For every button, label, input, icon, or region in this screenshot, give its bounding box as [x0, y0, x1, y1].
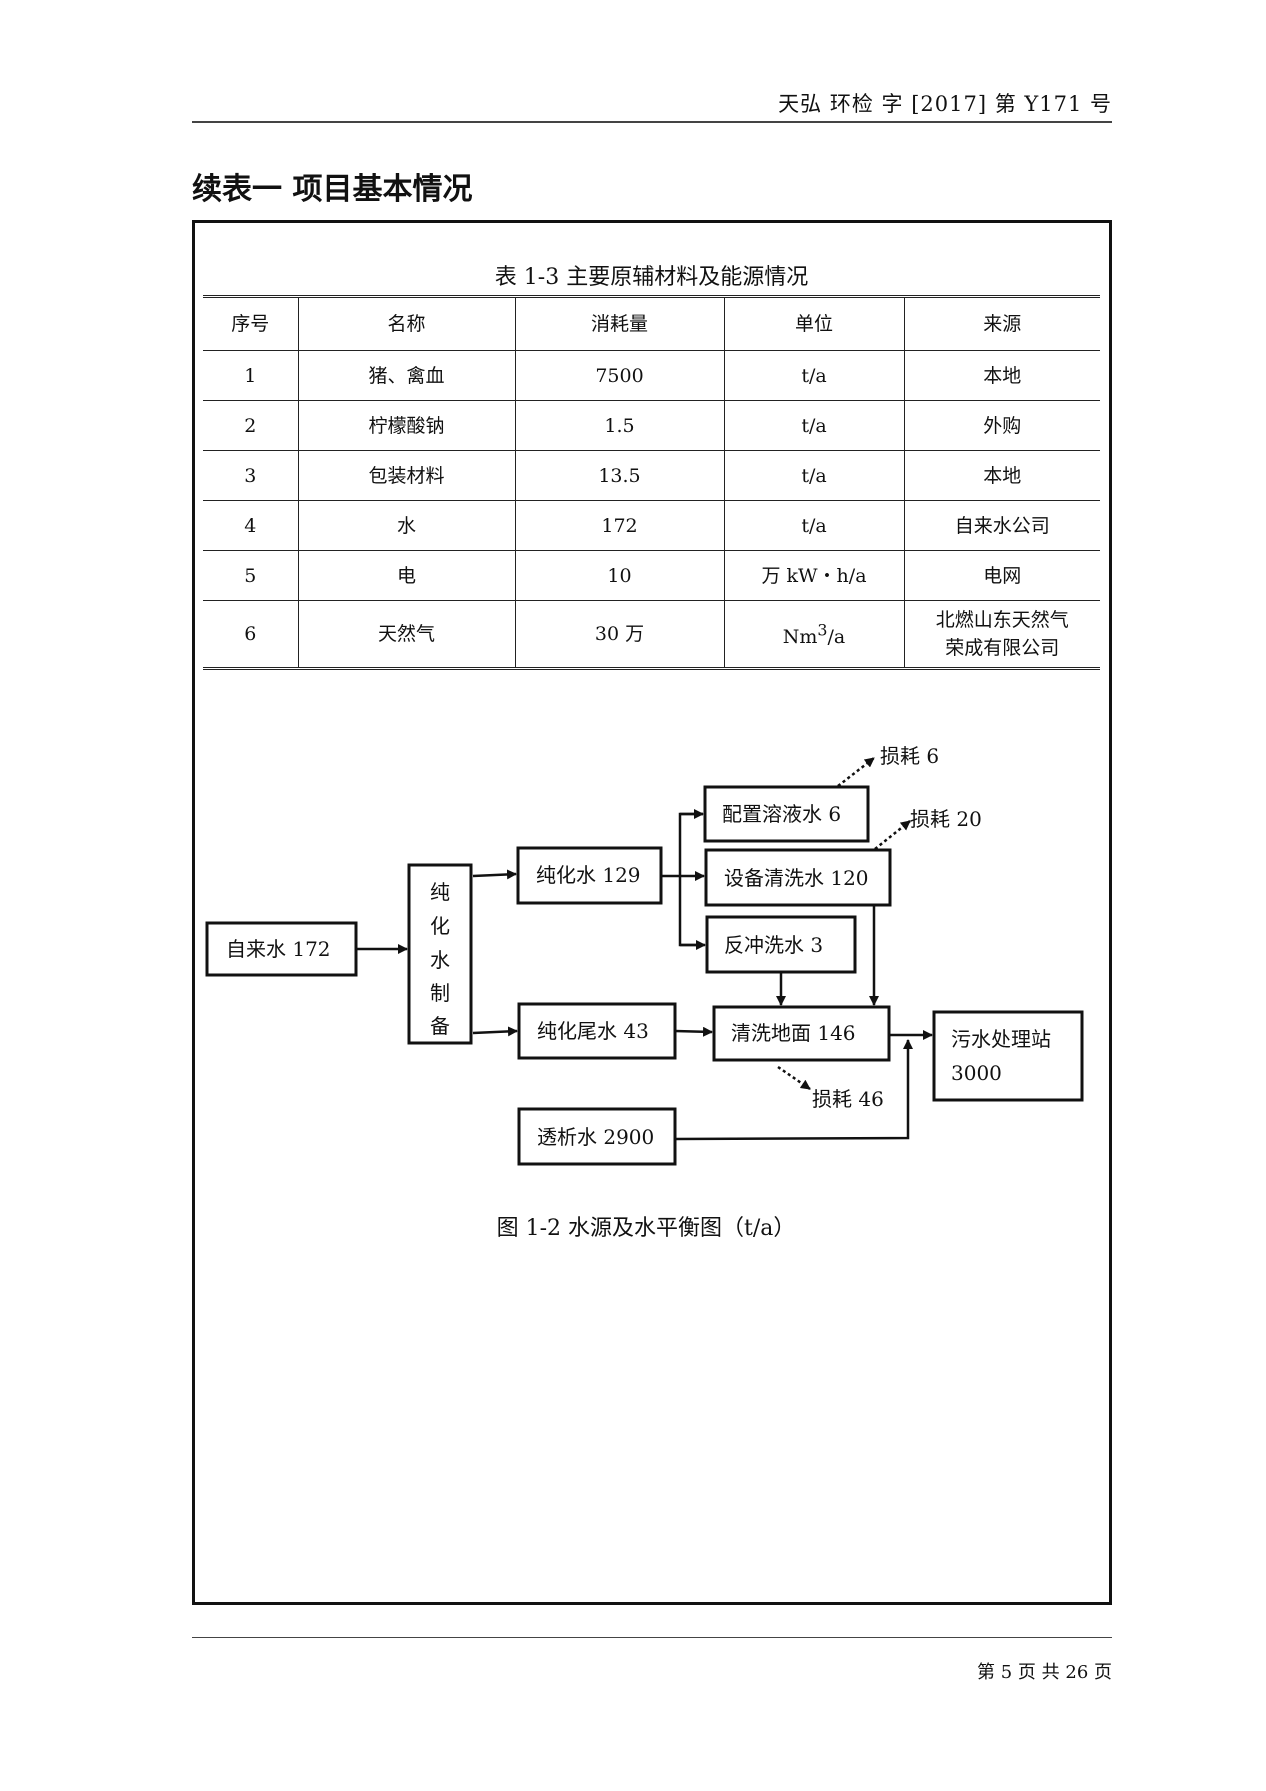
- cell: t/a: [723, 450, 904, 501]
- flow-branch: [678, 812, 703, 947]
- cell: Nm3/a: [723, 600, 904, 670]
- unit-nm3: Nm3/a: [782, 620, 846, 649]
- node-backwash: 反冲洗水 3: [724, 933, 823, 957]
- node-purify-char: 纯: [430, 880, 450, 904]
- document-number: 天弘 环检 字 [2017] 第 Y171 号: [778, 92, 1112, 116]
- node-equipment-wash: 设备清洗水 120: [724, 866, 869, 890]
- cell: 7500: [514, 350, 724, 401]
- flow-arrow: [674, 1026, 713, 1037]
- node-wwtp-value: 3000: [951, 1061, 1002, 1085]
- node-purify-char: 化: [430, 914, 450, 938]
- loss-arrow: [837, 757, 875, 787]
- cell: 172: [514, 500, 724, 551]
- flow-arrow: [472, 869, 517, 880]
- cell: 3: [203, 450, 298, 501]
- flow-arrow: [472, 1026, 518, 1037]
- cell: 6: [203, 600, 298, 670]
- node-purified-water: 纯化水 129: [536, 863, 641, 887]
- node-purify-char: 制: [430, 981, 450, 1005]
- cell: t/a: [723, 350, 904, 401]
- cell: 13.5: [514, 450, 724, 501]
- section-title: 续表一 项目基本情况: [192, 172, 473, 207]
- node-floor-wash: 清洗地面 146: [731, 1021, 856, 1045]
- cell: 外购: [903, 400, 1100, 451]
- cell: 1.5: [514, 400, 724, 451]
- node-tap-water: 自来水 172: [226, 937, 331, 961]
- cell: 电: [297, 550, 515, 601]
- cell: t/a: [723, 500, 904, 551]
- node-box: [932, 1010, 1084, 1102]
- table-header-row: 序号 名称 消耗量 单位 来源: [203, 295, 1100, 351]
- loss-label: 损耗 20: [910, 807, 982, 831]
- node-purify-char: 备: [430, 1014, 450, 1038]
- column-header: 序号: [203, 295, 298, 351]
- cell: 天然气: [297, 600, 515, 670]
- column-header: 消耗量: [514, 295, 724, 351]
- cell: 本地: [903, 450, 1100, 501]
- cell: 自来水公司: [903, 500, 1100, 551]
- node-box: [712, 1005, 891, 1062]
- node-box: [704, 848, 892, 907]
- diagram-caption: 图 1-2 水源及水平衡图（t/a）: [497, 1216, 796, 1241]
- cell: 本地: [903, 350, 1100, 401]
- cell: 猪、禽血: [297, 350, 515, 401]
- cell: 5: [203, 550, 298, 601]
- cell: 北燃山东天然气荣成有限公司: [903, 600, 1100, 670]
- cell: t/a: [723, 400, 904, 451]
- header-divider: [192, 121, 1112, 123]
- flow-arrow: [674, 1039, 913, 1141]
- node-dialysis: 透析水 2900: [537, 1125, 654, 1149]
- cell: 4: [203, 500, 298, 551]
- loss-arrow: [777, 1065, 811, 1091]
- footer-divider: [192, 1637, 1112, 1638]
- source-line: 荣成有限公司: [945, 637, 1060, 659]
- cell: 30 万: [514, 600, 724, 670]
- node-box: [703, 785, 870, 843]
- cell: 1: [203, 350, 298, 401]
- table-caption: 表 1-3 主要原辅材料及能源情况: [494, 265, 809, 290]
- cell: 柠檬酸钠: [297, 400, 515, 451]
- column-header: 来源: [903, 295, 1100, 351]
- column-header: 单位: [723, 295, 904, 351]
- node-purify-char: 水: [430, 948, 450, 972]
- cell: 电网: [903, 550, 1100, 601]
- node-box: [517, 1107, 677, 1166]
- source-line: 北燃山东天然气: [935, 609, 1069, 631]
- loss-arrow: [874, 820, 911, 850]
- content-frame: [192, 220, 1112, 1605]
- column-header: 名称: [297, 295, 515, 351]
- node-box: [407, 863, 473, 1045]
- cell: 包装材料: [297, 450, 515, 501]
- loss-label: 损耗 6: [880, 744, 939, 768]
- loss-label: 损耗 46: [812, 1087, 884, 1111]
- node-wwtp: 污水处理站: [951, 1027, 1051, 1051]
- node-solution-water: 配置溶液水 6: [722, 802, 841, 826]
- cell: 10: [514, 550, 724, 601]
- node-purify-tail: 纯化尾水 43: [537, 1019, 649, 1043]
- cell: 水: [297, 500, 515, 551]
- page-number: 第 5 页 共 26 页: [977, 1662, 1112, 1683]
- cell: 2: [203, 400, 298, 451]
- cell: 万 kW・h/a: [723, 550, 904, 601]
